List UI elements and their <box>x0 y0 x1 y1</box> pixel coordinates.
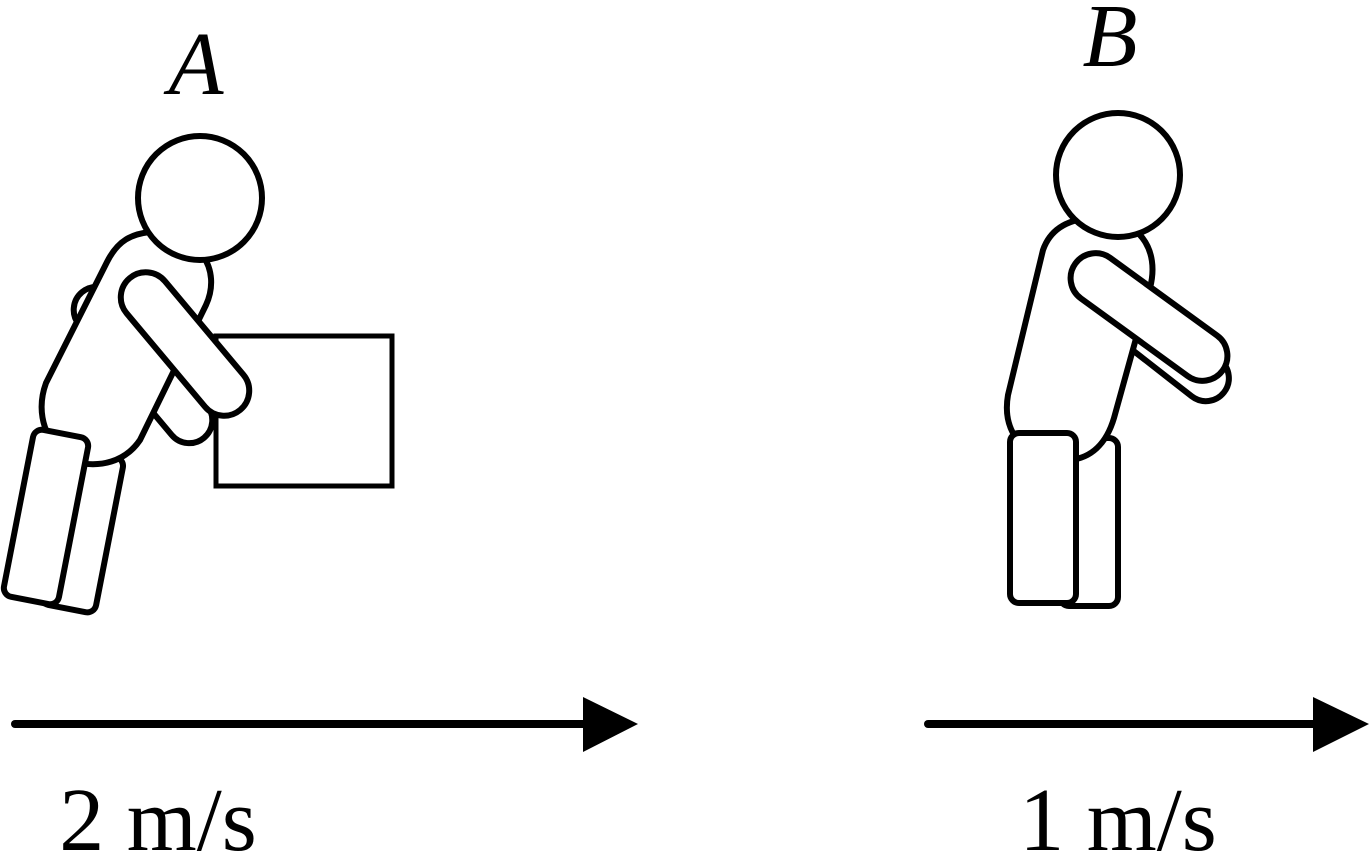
speed-b: 1 m/s <box>1019 771 1217 854</box>
label-b: B <box>1083 0 1138 86</box>
velocity-arrow-b <box>924 697 1369 752</box>
person-a-front-leg <box>0 426 92 608</box>
person-b-head <box>1053 110 1183 240</box>
person-b-front-arm <box>1067 250 1231 384</box>
person-b-front-leg <box>1007 430 1079 606</box>
person-a-head <box>135 133 265 263</box>
person-b <box>1003 110 1232 609</box>
speed-a: 2 m/s <box>59 771 257 854</box>
person-a-front-arm <box>117 269 253 419</box>
label-a: A <box>164 15 225 114</box>
velocity-arrow-a <box>11 697 638 752</box>
person-a <box>0 133 395 616</box>
person-b-torso <box>1003 214 1156 463</box>
